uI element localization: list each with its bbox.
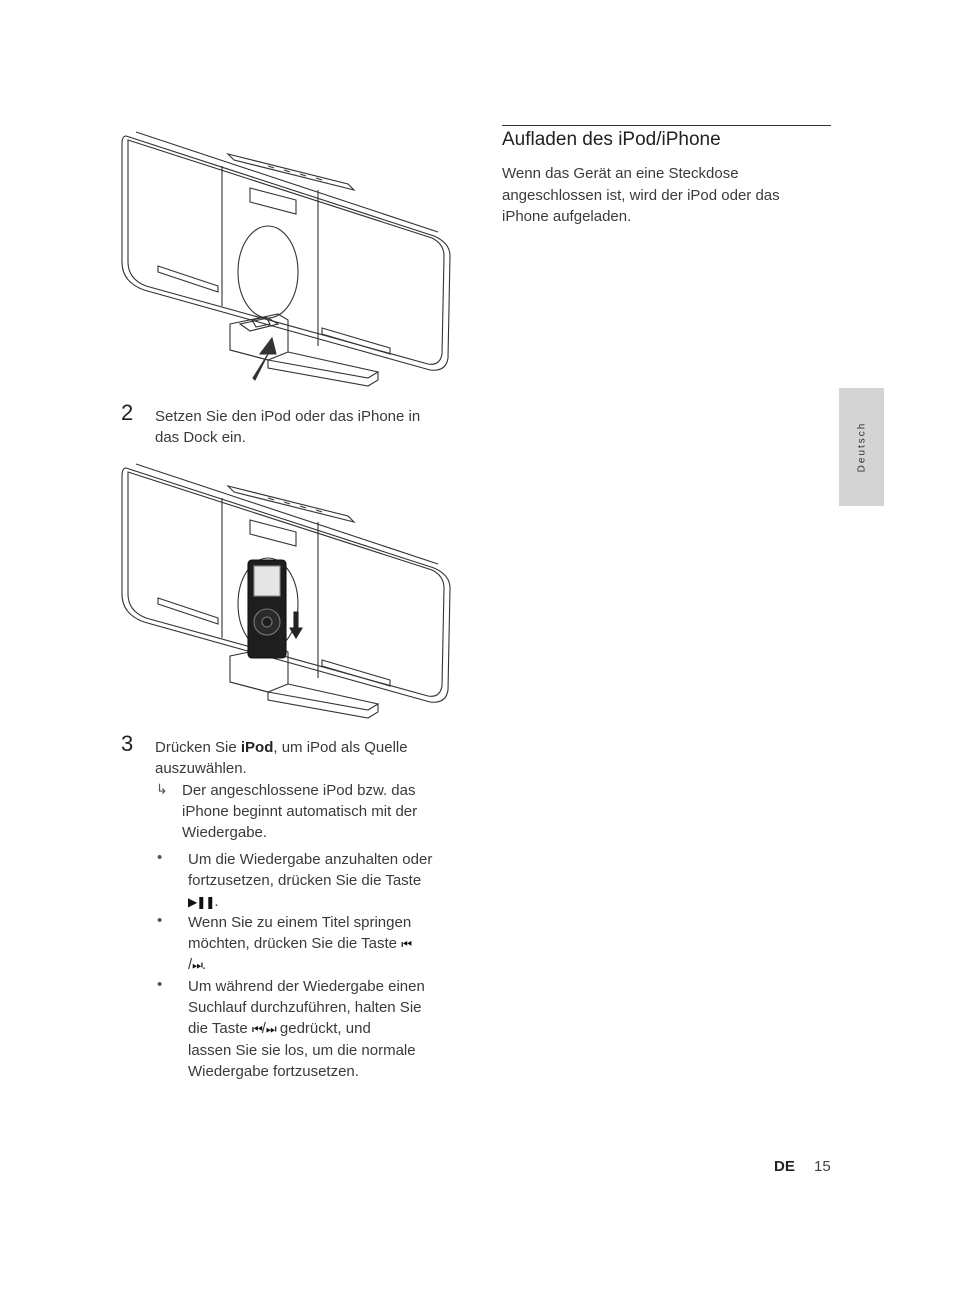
result-line-1: Der angeschlossene iPod bzw. das — [182, 782, 416, 799]
step-2-line-2: das Dock ein. — [155, 429, 246, 446]
result-arrow-icon: ↳ — [156, 781, 168, 797]
bullet-3-line-4: lassen Sie sie los, um die normale — [188, 1042, 416, 1059]
step-3-number: 3 — [121, 731, 134, 756]
next-icon: ⏭ — [265, 1022, 277, 1036]
step-3-line-1-pre: Drücken Sie — [155, 739, 241, 756]
bullet-2-slash: / — [188, 956, 193, 973]
bullet-2-line-1: Wenn Sie zu einem Titel springen — [188, 914, 412, 931]
bullet-3-line-3: die Taste ⏮/⏭ gedrückt, und — [188, 1018, 371, 1040]
bullet-1-period: . — [214, 893, 219, 910]
step-3-line-2: auszuwählen. — [155, 760, 247, 777]
result-line-2: iPhone beginnt automatisch mit der — [182, 803, 418, 820]
bullet-2-line-2: möchten, drücken Sie die Taste ⏮ — [188, 933, 412, 955]
language-tab-label: Deutsch — [856, 421, 867, 473]
previous-icon: ⏮ — [401, 937, 412, 951]
docking-illustration-1 — [121, 131, 451, 387]
next-icon: ⏭ — [192, 958, 203, 972]
bullet-1-marker: • — [157, 849, 163, 866]
footer-language: DE — [774, 1158, 795, 1175]
bullet-3-line-1: Um während der Wiedergabe einen — [188, 978, 425, 995]
paragraph-line-3: iPhone aufgeladen. — [502, 208, 632, 225]
step-3-line-1: Drücken Sie iPod, um iPod als Quelle — [155, 737, 408, 758]
language-tab: Deutsch — [839, 388, 884, 506]
docking-illustration-2 — [121, 463, 451, 719]
bullet-2-marker: • — [157, 912, 163, 929]
bullet-3-line-2: Suchlauf durchzuführen, halten Sie — [188, 999, 422, 1016]
previous-icon: ⏮ — [251, 1022, 263, 1036]
paragraph-line-1: Wenn das Gerät an eine Steckdose — [502, 165, 739, 182]
bullet-1-line-1: Um die Wiedergabe anzuhalten oder — [188, 851, 433, 868]
bullet-3-slash: / — [261, 1020, 266, 1037]
bullet-2-period: . — [201, 956, 207, 973]
result-line-3: Wiedergabe. — [182, 824, 268, 841]
paragraph-line-2: angeschlossen ist, wird der iPod oder da… — [502, 187, 780, 204]
ipod-button-label: iPod — [240, 739, 274, 756]
bullet-3-line-3-pre: die Taste — [188, 1020, 252, 1037]
step-3-line-1-post: , um iPod als Quelle — [273, 739, 408, 756]
section-heading: Aufladen des iPod/iPhone — [502, 129, 721, 150]
bullet-2-line-3: /⏭. — [188, 954, 206, 976]
bullet-2-line-2-text: möchten, drücken Sie die Taste — [188, 935, 402, 952]
page-number: 15 — [814, 1158, 831, 1175]
heading-rule — [502, 125, 831, 126]
step-2-number: 2 — [121, 400, 134, 425]
step-2-line-1: Setzen Sie den iPod oder das iPhone in — [155, 408, 421, 425]
play-pause-icon: ▶❚❚ — [188, 895, 215, 909]
bullet-3-marker: • — [157, 976, 163, 993]
bullet-1-line-2: fortzusetzen, drücken Sie die Taste — [188, 872, 422, 889]
bullet-3-line-3-post: gedrückt, und — [275, 1020, 371, 1037]
bullet-3-line-5: Wiedergabe fortzusetzen. — [188, 1063, 359, 1080]
bullet-1-line-3: ▶❚❚. — [188, 891, 219, 913]
